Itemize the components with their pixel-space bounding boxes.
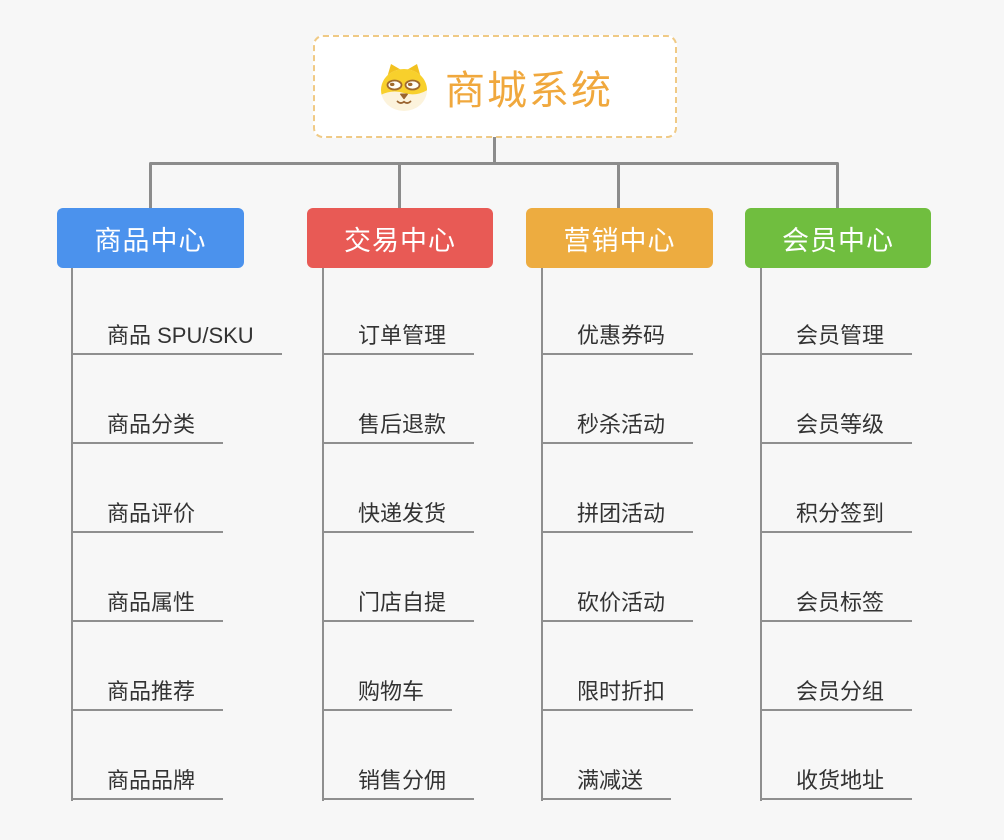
branch-header-marketing[interactable]: 营销中心 <box>526 208 713 268</box>
branch-header-trade[interactable]: 交易中心 <box>307 208 493 268</box>
leaf-item[interactable]: 商品推荐 <box>71 676 224 711</box>
leaf-item[interactable]: 会员标签 <box>760 587 913 622</box>
leaf-item[interactable]: 快递发货 <box>322 498 475 533</box>
leaf-item[interactable]: 商品分类 <box>71 409 224 444</box>
leaf-item[interactable]: 商品 SPU/SKU <box>71 320 282 355</box>
leaf-item[interactable]: 积分签到 <box>760 498 913 533</box>
leaf-item[interactable]: 订单管理 <box>322 320 475 355</box>
branch-line-marketing <box>541 268 543 801</box>
leaf-item[interactable]: 砍价活动 <box>541 587 694 622</box>
leaf-item[interactable]: 优惠券码 <box>541 320 694 355</box>
branch-header-product[interactable]: 商品中心 <box>57 208 244 268</box>
leaf-item[interactable]: 门店自提 <box>322 587 475 622</box>
leaf-item[interactable]: 收货地址 <box>760 765 913 800</box>
leaf-item[interactable]: 商品评价 <box>71 498 224 533</box>
leaf-item[interactable]: 会员分组 <box>760 676 913 711</box>
connector-root-drop <box>493 137 496 164</box>
branch-line-product <box>71 268 73 801</box>
connector-drop-member <box>836 164 839 208</box>
leaf-item[interactable]: 商品品牌 <box>71 765 224 800</box>
branch-line-trade <box>322 268 324 801</box>
branch-header-member[interactable]: 会员中心 <box>745 208 931 268</box>
dog-face-icon <box>377 62 431 112</box>
leaf-item[interactable]: 商品属性 <box>71 587 224 622</box>
connector-drop-product <box>149 164 152 208</box>
connector-horizontal-bar <box>149 162 839 165</box>
leaf-item[interactable]: 售后退款 <box>322 409 475 444</box>
branch-line-member <box>760 268 762 801</box>
root-node[interactable]: 商城系统 <box>313 35 677 138</box>
leaf-item[interactable]: 销售分佣 <box>322 765 475 800</box>
leaf-item[interactable]: 会员等级 <box>760 409 913 444</box>
leaf-item[interactable]: 拼团活动 <box>541 498 694 533</box>
connector-drop-trade <box>398 164 401 208</box>
leaf-item[interactable]: 满减送 <box>541 765 672 800</box>
leaf-item[interactable]: 秒杀活动 <box>541 409 694 444</box>
leaf-item[interactable]: 会员管理 <box>760 320 913 355</box>
leaf-item[interactable]: 限时折扣 <box>541 676 694 711</box>
leaf-item[interactable]: 购物车 <box>322 676 453 711</box>
connector-drop-marketing <box>617 164 620 208</box>
root-title: 商城系统 <box>445 68 613 113</box>
